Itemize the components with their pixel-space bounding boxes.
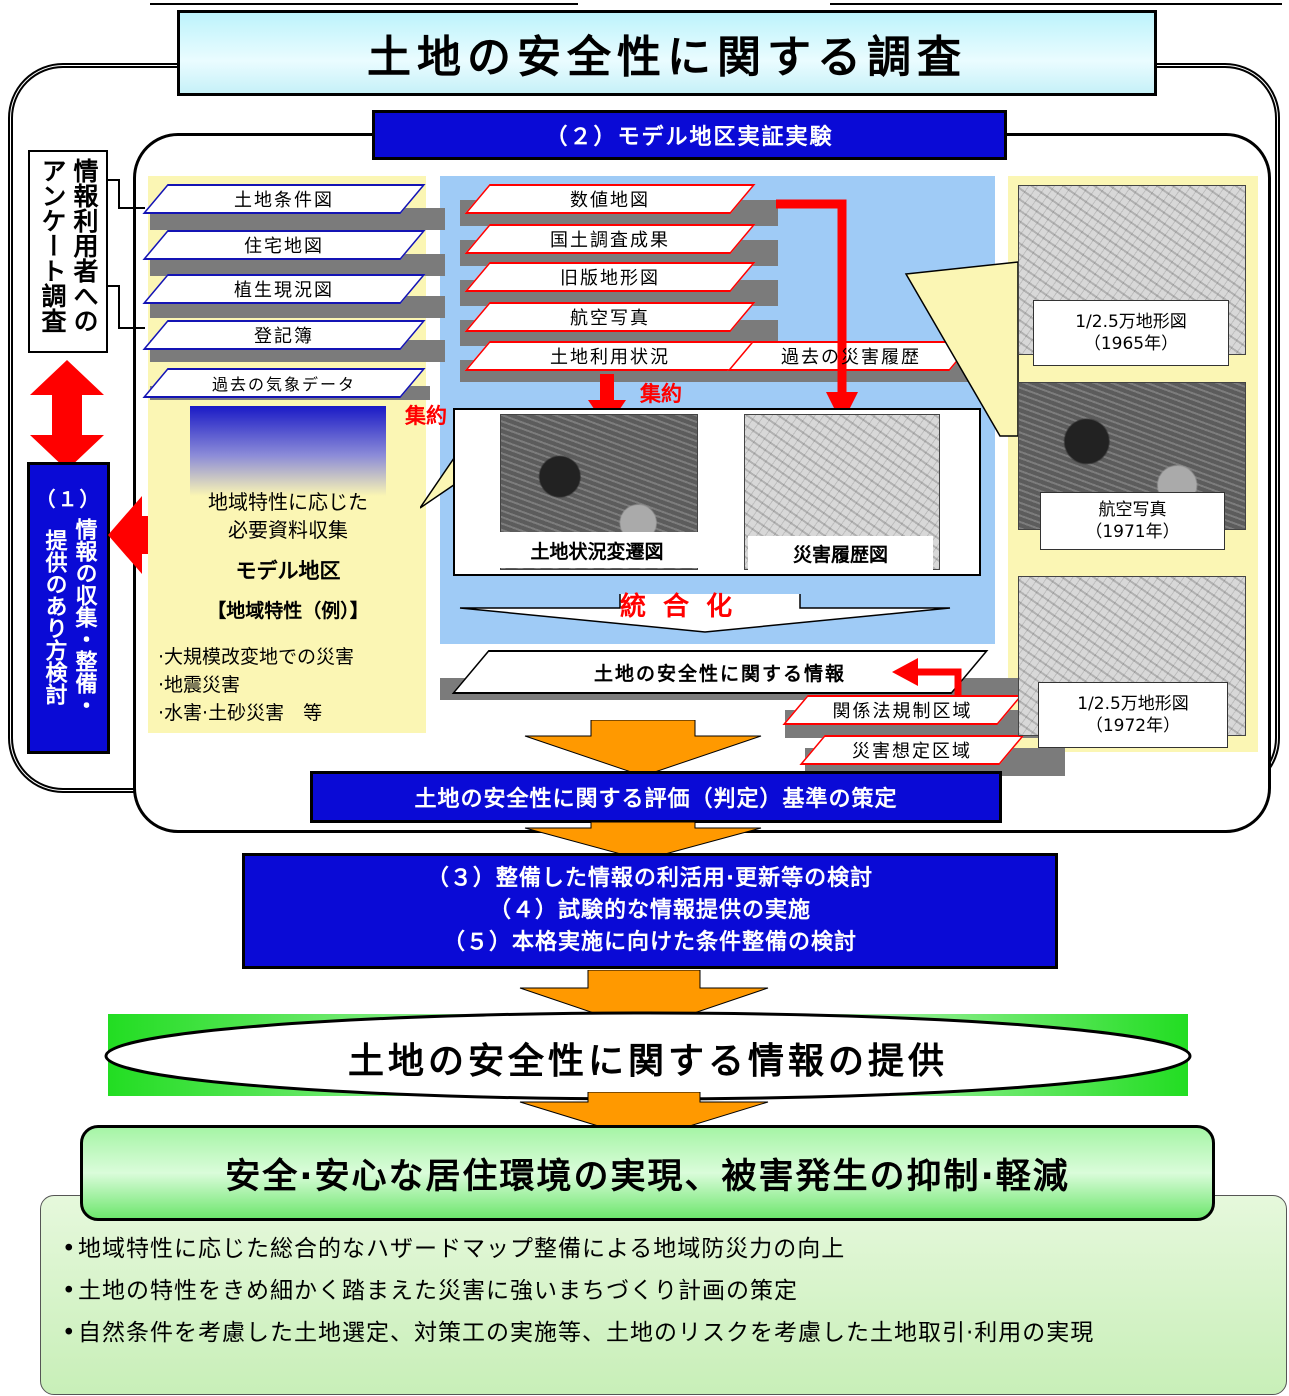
source-land-survey: 国土調査成果 [464, 224, 756, 254]
provision-label: 土地の安全性に関する情報の提供 [347, 1041, 948, 1082]
section1-box: （１） 提供のあり方検討 情報の収集・整備・ [27, 462, 110, 754]
examples-list: ·大規模改変地での災害 ·地震災害 ·水害·土砂災害 等 [158, 643, 354, 727]
regulation-red-arrow [892, 658, 962, 696]
source-registry: 登記簿 [142, 320, 426, 350]
section1-number: （１） [35, 487, 102, 511]
caption-1971-year: （1971年） [1085, 522, 1180, 542]
goal-title: 安全·安心な居住環境の実現、被害発生の抑制·軽減 [225, 1156, 1070, 1197]
example-3: ·水害·土砂災害 等 [158, 702, 323, 724]
caption-1971: 航空写真 （1971年） [1040, 492, 1225, 550]
goal-bullet-1: 地域特性に応じた総合的なハザードマップ整備による地域防災力の向上 [62, 1228, 1232, 1270]
area-characteristics-label: 【地域特性（例）】 [207, 600, 369, 622]
top-rule-right [830, 3, 1282, 5]
section2-header: （２）モデル地区実証実験 [372, 110, 1007, 160]
source-old-topo-map: 旧版地形図 [464, 262, 756, 292]
assumed-disaster-area: 災害想定区域 [799, 735, 1025, 765]
section1-line2: 提供のあり方検討 [41, 529, 67, 705]
caption-1971-name: 航空写真 [1098, 499, 1167, 520]
source-weather-data: 過去の気象データ [142, 368, 426, 398]
source-aerial-photo: 航空写真 [464, 302, 756, 332]
land-change-label: 土地状況変遷図 [493, 532, 701, 568]
criteria-box: 土地の安全性に関する評価（判定）基準の策定 [310, 771, 1002, 823]
regulation-area: 関係法規制区域 [782, 695, 1023, 725]
goal-bullet-2: 土地の特性をきめ細かく踏まえた災害に強いまちづくり計画の策定 [62, 1270, 1232, 1312]
collect-text-line2: 必要資料収集 [228, 518, 348, 542]
next-steps-box: （３）整備した情報の利活用·更新等の検討 （４）試験的な情報提供の実施 （５）本… [242, 853, 1058, 969]
collect-text-line1: 地域特性に応じた [208, 490, 368, 514]
example-2: ·地震災害 [158, 674, 241, 696]
source-disaster-history: 過去の災害履歴 [727, 341, 975, 371]
orange-arrow-2 [524, 822, 762, 861]
caption-1965-name: 1/2.5万地形図 [1075, 311, 1187, 332]
survey-bracket [107, 179, 145, 329]
next-step-4: （４）試験的な情報提供の実施 [488, 898, 811, 923]
example-1: ·大規模改変地での災害 [158, 646, 355, 668]
integration-bracket [459, 594, 951, 633]
integration-label: 統 合 化 [620, 592, 737, 622]
goal-bullets: 地域特性に応じた総合的なハザードマップ整備による地域防災力の向上 土地の特性をき… [62, 1228, 1232, 1354]
caption-1972-year: （1972年） [1085, 716, 1181, 736]
model-area-label: モデル地区 [235, 559, 341, 583]
orange-arrow-4 [519, 1092, 769, 1141]
source-vegetation-map: 植生現況図 [142, 274, 426, 304]
next-step-3: （３）整備した情報の利活用·更新等の検討 [426, 866, 874, 891]
page-title: 土地の安全性に関する調査 [177, 10, 1157, 96]
goal-title-box: 安全·安心な居住環境の実現、被害発生の抑制·軽減 [80, 1125, 1215, 1221]
source-housing-map: 住宅地図 [142, 230, 426, 260]
safety-info-box: 土地の安全性に関する情報 [451, 650, 989, 694]
orange-arrow-3 [519, 970, 769, 1031]
caption-1972: 1/2.5万地形図 （1972年） [1038, 682, 1228, 748]
goal-bullet-3: 自然条件を考慮した土地選定、対策工の実施等、土地のリスクを考慮した土地取引·利用… [62, 1312, 1222, 1354]
collect-text: 地域特性に応じた 必要資料収集 [150, 488, 426, 544]
double-arrow-vertical [30, 360, 104, 470]
caption-1972-name: 1/2.5万地形図 [1077, 693, 1189, 714]
source-land-condition-map: 土地条件図 [142, 184, 426, 214]
collect-gradient [190, 406, 386, 496]
section1-line1: 情報の収集・整備・ [71, 518, 97, 716]
aggregate-label-left: 集約 [405, 404, 447, 428]
next-step-5: （５）本格実施に向けた条件整備の検討 [442, 930, 857, 955]
survey-label-line1: 情報利用者への [70, 158, 99, 333]
source-land-use: 土地利用状況 [464, 341, 756, 371]
survey-label-line2: アンケート調査 [38, 158, 67, 333]
caption-1965: 1/2.5万地形図 （1965年） [1033, 300, 1229, 366]
survey-label: アンケート調査 情報利用者への [28, 150, 108, 353]
orange-arrow-1 [524, 720, 762, 777]
caption-1965-year: （1965年） [1083, 334, 1179, 354]
aggregate-label-center: 集約 [640, 382, 682, 406]
top-rule-left [150, 3, 578, 5]
source-digital-map: 数値地図 [464, 184, 756, 214]
disaster-map-label: 災害履歴図 [748, 536, 933, 570]
